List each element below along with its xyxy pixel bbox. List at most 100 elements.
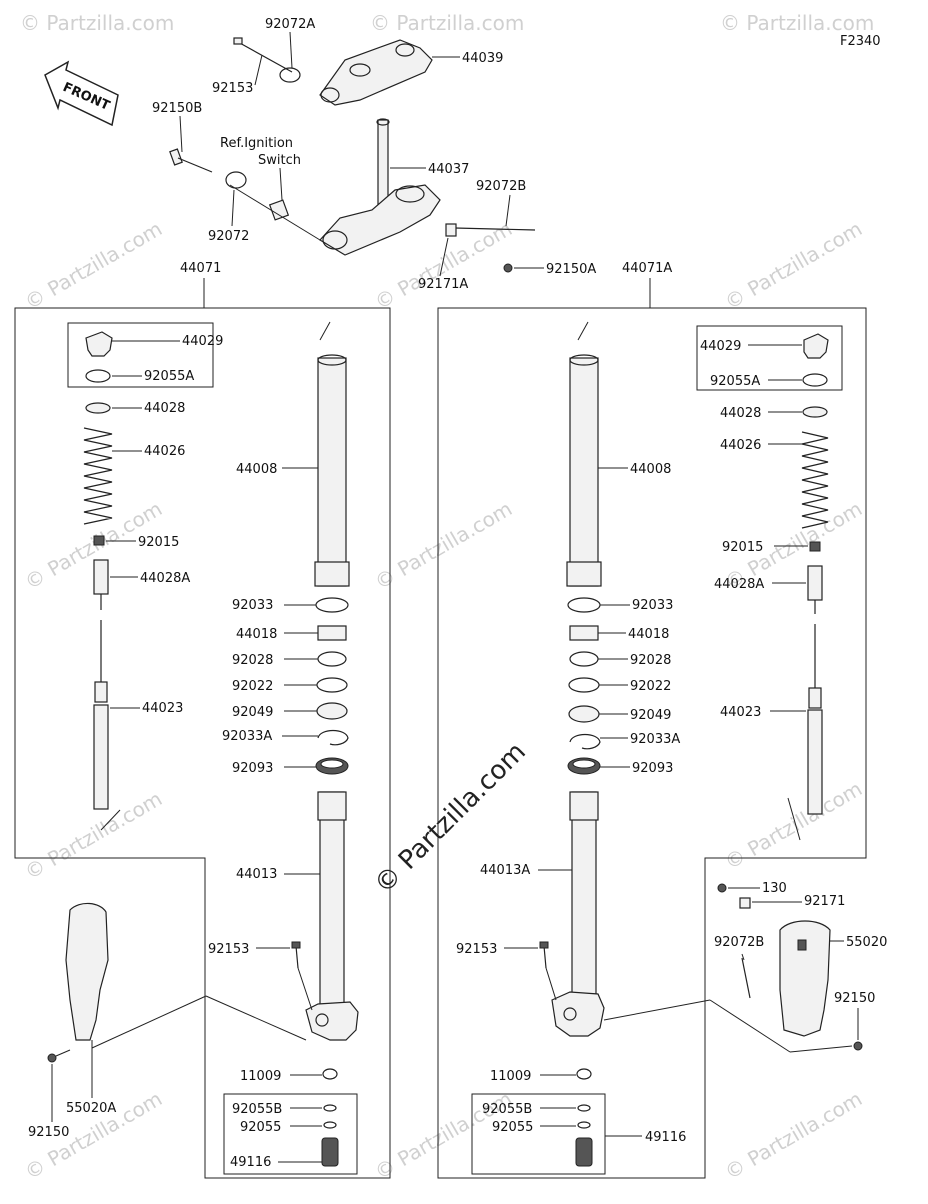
callout-L92153: 92153 bbox=[208, 942, 249, 957]
ignition-switch-icon bbox=[268, 199, 290, 221]
clamp-icon bbox=[279, 67, 301, 83]
ref-note-line2: Switch bbox=[258, 153, 301, 168]
bushing-icon bbox=[317, 625, 347, 641]
callout-92153: 92153 bbox=[212, 81, 253, 96]
callout-R92033: 92033 bbox=[632, 598, 673, 613]
outer-tube-icon bbox=[319, 791, 345, 1013]
watermark-text: © Partzilla.com bbox=[721, 776, 867, 874]
callout-92150B: 92150B bbox=[152, 101, 202, 116]
watermark-text: © Partzilla.com bbox=[721, 216, 867, 314]
bolt-head-icon bbox=[853, 1041, 863, 1051]
collar-icon bbox=[807, 565, 823, 601]
group-label-44071: 44071 bbox=[180, 261, 221, 276]
inner-tube-icon bbox=[569, 357, 599, 587]
cable-tie-icon bbox=[741, 957, 751, 999]
cable-tie-icon bbox=[454, 227, 536, 231]
callout-L44029: 44029 bbox=[182, 334, 223, 349]
inner-tube-icon bbox=[317, 357, 347, 587]
watermark-text: © Partzilla.com bbox=[20, 11, 174, 35]
callout-L92015: 92015 bbox=[138, 535, 179, 550]
callout-L92150: 92150 bbox=[28, 1125, 69, 1140]
upper-bracket-icon bbox=[319, 39, 433, 106]
group-label-44071A: 44071A bbox=[622, 261, 672, 276]
o-ring-icon bbox=[323, 1104, 337, 1112]
callout-L92028: 92028 bbox=[232, 653, 273, 668]
clamp-icon bbox=[225, 171, 247, 189]
bolt-icon bbox=[543, 945, 547, 969]
callout-92171A: 92171A bbox=[418, 277, 468, 292]
circlip-icon bbox=[317, 729, 349, 746]
nut-icon bbox=[93, 535, 105, 546]
oil-seal-icon bbox=[568, 705, 600, 723]
bolt-head-icon bbox=[717, 883, 727, 893]
callout-L49116: 49116 bbox=[230, 1155, 271, 1170]
spacer-icon bbox=[85, 402, 111, 414]
o-ring-icon bbox=[85, 369, 111, 383]
callout-L92055: 92055 bbox=[240, 1120, 281, 1135]
fork-cap-icon bbox=[803, 333, 829, 359]
outer-tube-icon bbox=[571, 791, 597, 1013]
callout-92072A: 92072A bbox=[265, 17, 315, 32]
callout-L55020A: 55020A bbox=[66, 1101, 116, 1116]
bushing-icon bbox=[569, 625, 599, 641]
o-ring-icon bbox=[323, 1121, 337, 1129]
callout-L92055B: 92055B bbox=[232, 1102, 282, 1117]
fork-guard-icon bbox=[779, 920, 831, 1037]
callout-R44018: 44018 bbox=[628, 627, 669, 642]
circlip-icon bbox=[569, 733, 601, 750]
callout-R92022: 92022 bbox=[630, 679, 671, 694]
o-ring-icon bbox=[802, 373, 828, 387]
watermark-text: © Partzilla.com bbox=[21, 216, 167, 314]
callout-R44028: 44028 bbox=[720, 406, 761, 421]
nut-icon bbox=[809, 541, 821, 552]
watermark-text: © Partzilla.com bbox=[721, 1086, 867, 1184]
right-fork-group-box bbox=[437, 307, 867, 1179]
callout-R130: 130 bbox=[762, 881, 787, 896]
callout-L44028A: 44028A bbox=[140, 571, 190, 586]
callout-R11009: 11009 bbox=[490, 1069, 531, 1084]
watermark-text: © Partzilla.com bbox=[720, 11, 874, 35]
callout-R92055A: 92055A bbox=[710, 374, 760, 389]
left-fork-group-box bbox=[14, 307, 391, 1179]
callout-44039: 44039 bbox=[462, 51, 503, 66]
watermark-text: © Partzilla.com bbox=[21, 786, 167, 884]
watermark-text: © Partzilla.com bbox=[371, 496, 517, 594]
valve-icon bbox=[575, 1137, 593, 1167]
callout-R44008: 44008 bbox=[630, 462, 671, 477]
front-arrow-icon: FRONT bbox=[44, 60, 119, 127]
bolt-icon bbox=[295, 945, 299, 969]
spring-icon bbox=[801, 431, 829, 529]
gasket-icon bbox=[576, 1068, 592, 1080]
o-ring-icon bbox=[577, 1121, 591, 1129]
callout-L44008: 44008 bbox=[236, 462, 277, 477]
callout-R92049: 92049 bbox=[630, 708, 671, 723]
callout-R92150: 92150 bbox=[834, 991, 875, 1006]
callout-R92072B: 92072B bbox=[714, 935, 764, 950]
axle-bracket-icon bbox=[305, 1001, 359, 1041]
fork-guard-icon bbox=[65, 902, 109, 1041]
spacer-icon bbox=[802, 406, 828, 418]
axle-bracket-icon bbox=[551, 991, 605, 1037]
callout-L92049: 92049 bbox=[232, 705, 273, 720]
valve-subgroup-box bbox=[223, 1093, 358, 1175]
left-fork-parts: 44029 92055A 44028 44026 92015 44028A 44… bbox=[28, 321, 359, 1175]
upper-bracket-assembly: 92072A 92153 44039 92150B 92072 Ref.Igni… bbox=[152, 17, 596, 292]
washer-icon bbox=[568, 677, 600, 693]
fork-cap-icon bbox=[85, 331, 113, 357]
callout-92072B: 92072B bbox=[476, 179, 526, 194]
callout-L92033: 92033 bbox=[232, 598, 273, 613]
o-ring-icon bbox=[577, 1104, 591, 1112]
callout-R92093: 92093 bbox=[632, 761, 673, 776]
callout-R55020: 55020 bbox=[846, 935, 887, 950]
callout-R92033A: 92033A bbox=[630, 732, 680, 747]
callout-R44029: 44029 bbox=[700, 339, 741, 354]
ring-icon bbox=[567, 597, 601, 613]
callout-L44013: 44013 bbox=[236, 867, 277, 882]
washer-icon bbox=[317, 651, 347, 667]
ring-icon bbox=[315, 597, 349, 613]
callout-L92093: 92093 bbox=[232, 761, 273, 776]
callout-44037: 44037 bbox=[428, 162, 469, 177]
bolt-head-icon bbox=[503, 263, 513, 273]
callout-R92055B: 92055B bbox=[482, 1102, 532, 1117]
